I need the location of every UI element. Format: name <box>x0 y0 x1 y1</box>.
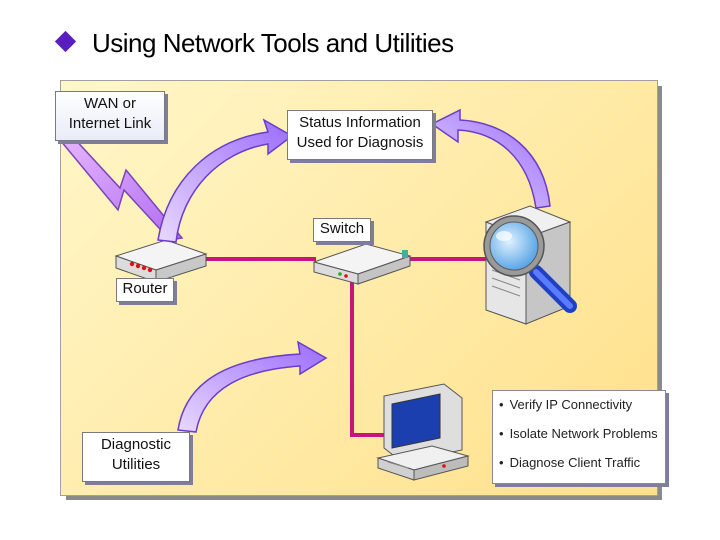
page-title: Using Network Tools and Utilities <box>54 28 454 59</box>
status-label-line1: Status Information <box>299 114 421 131</box>
bullet-list: Verify IP Connectivity Isolate Network P… <box>492 390 666 484</box>
server-to-status-arrow <box>430 108 551 209</box>
magnifier-icon <box>483 215 577 313</box>
wan-label-line2: Internet Link <box>68 115 152 132</box>
diagnostic-label-line1: Diagnostic <box>100 436 172 453</box>
diagnostic-to-network-arrow <box>177 340 328 433</box>
router-label: Router <box>116 278 174 302</box>
status-label: Status Information Used for Diagnosis <box>287 110 433 160</box>
wan-label: WAN or Internet Link <box>55 91 165 141</box>
wan-to-status-arrow <box>157 118 294 243</box>
switch-icon <box>312 243 412 285</box>
bullet-item-1: Verify IP Connectivity <box>499 397 633 412</box>
title-text: Using Network Tools and Utilities <box>92 28 454 58</box>
diagnostic-label: Diagnostic Utilities <box>82 432 190 482</box>
diagnostic-label-line2: Utilities <box>111 456 161 473</box>
lightning-bolt-icon <box>58 135 184 241</box>
router-icon <box>114 239 208 283</box>
status-label-line2: Used for Diagnosis <box>296 134 424 151</box>
switch-label: Switch <box>313 218 371 242</box>
bullet-item-2: Isolate Network Problems <box>499 426 658 441</box>
wan-label-line1: WAN or <box>84 95 136 112</box>
bullet-item-3: Diagnose Client Traffic <box>499 455 641 470</box>
workstation-icon <box>376 383 470 481</box>
switch-workstation-cable <box>350 280 386 437</box>
